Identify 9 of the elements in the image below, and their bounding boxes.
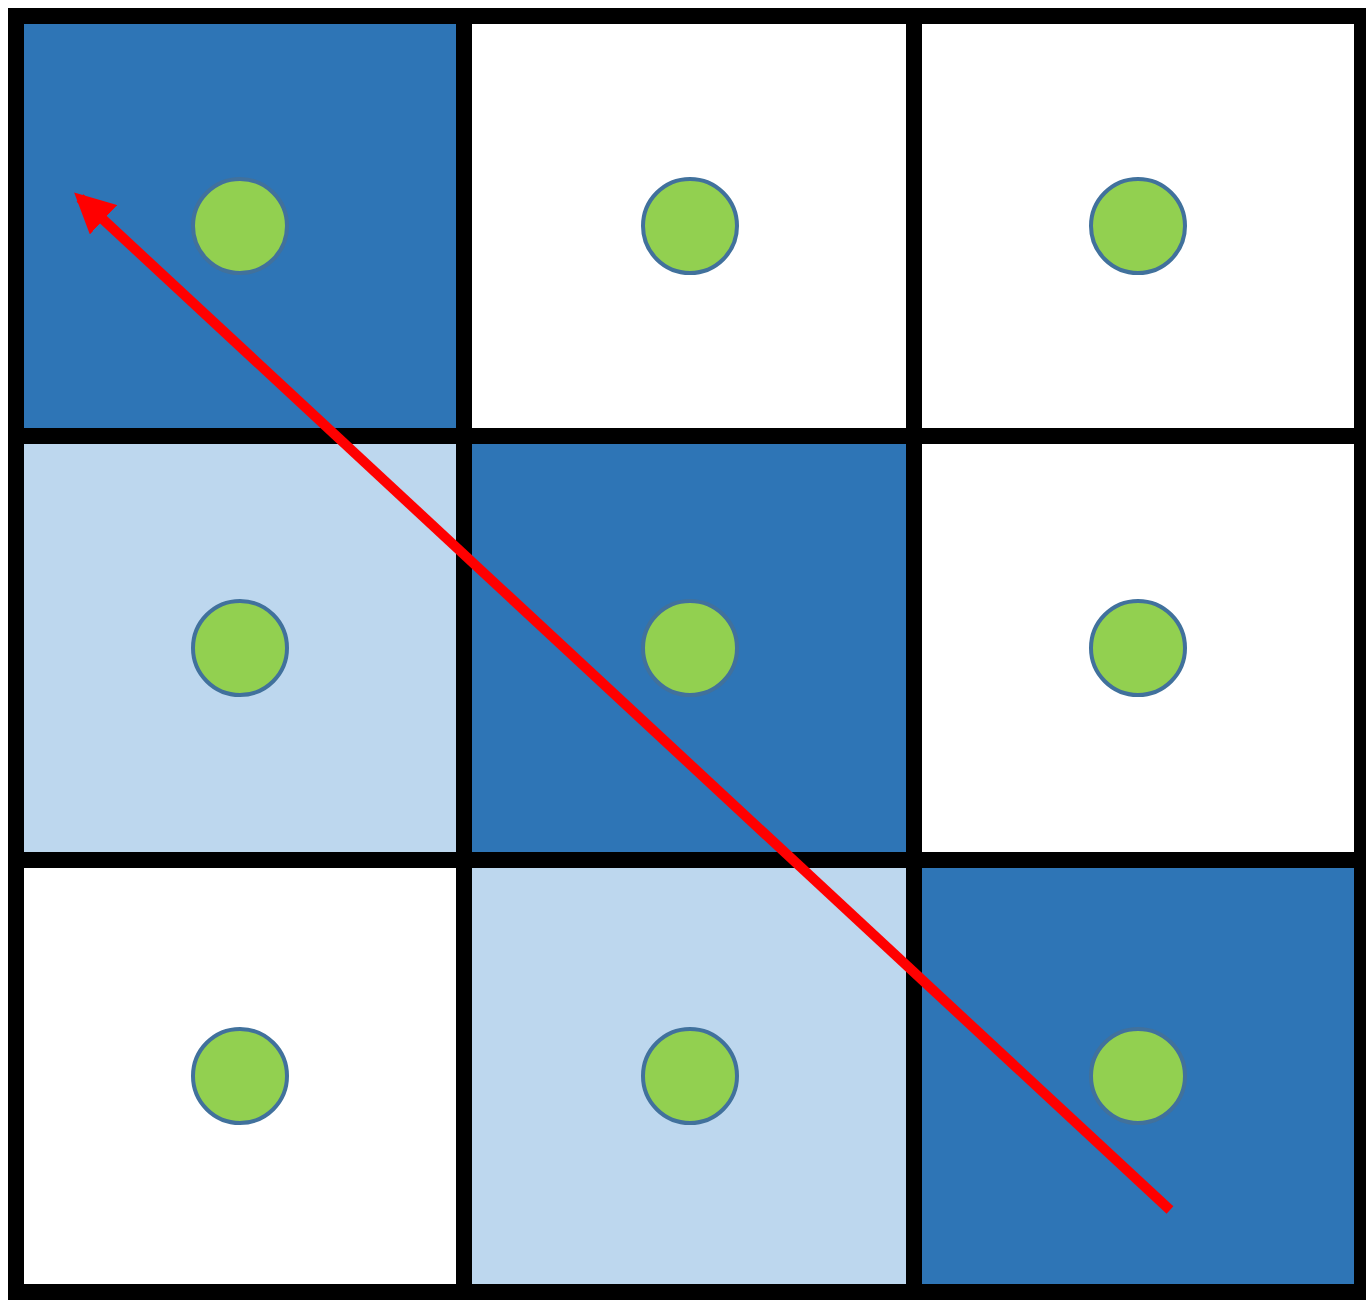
circle (639, 1026, 739, 1126)
circle (1088, 176, 1188, 276)
circle (1088, 1026, 1188, 1126)
circle (190, 176, 290, 276)
circle (190, 598, 290, 698)
circle (639, 176, 739, 276)
circle (1088, 598, 1188, 698)
circle (639, 598, 739, 698)
circle (190, 1026, 290, 1126)
